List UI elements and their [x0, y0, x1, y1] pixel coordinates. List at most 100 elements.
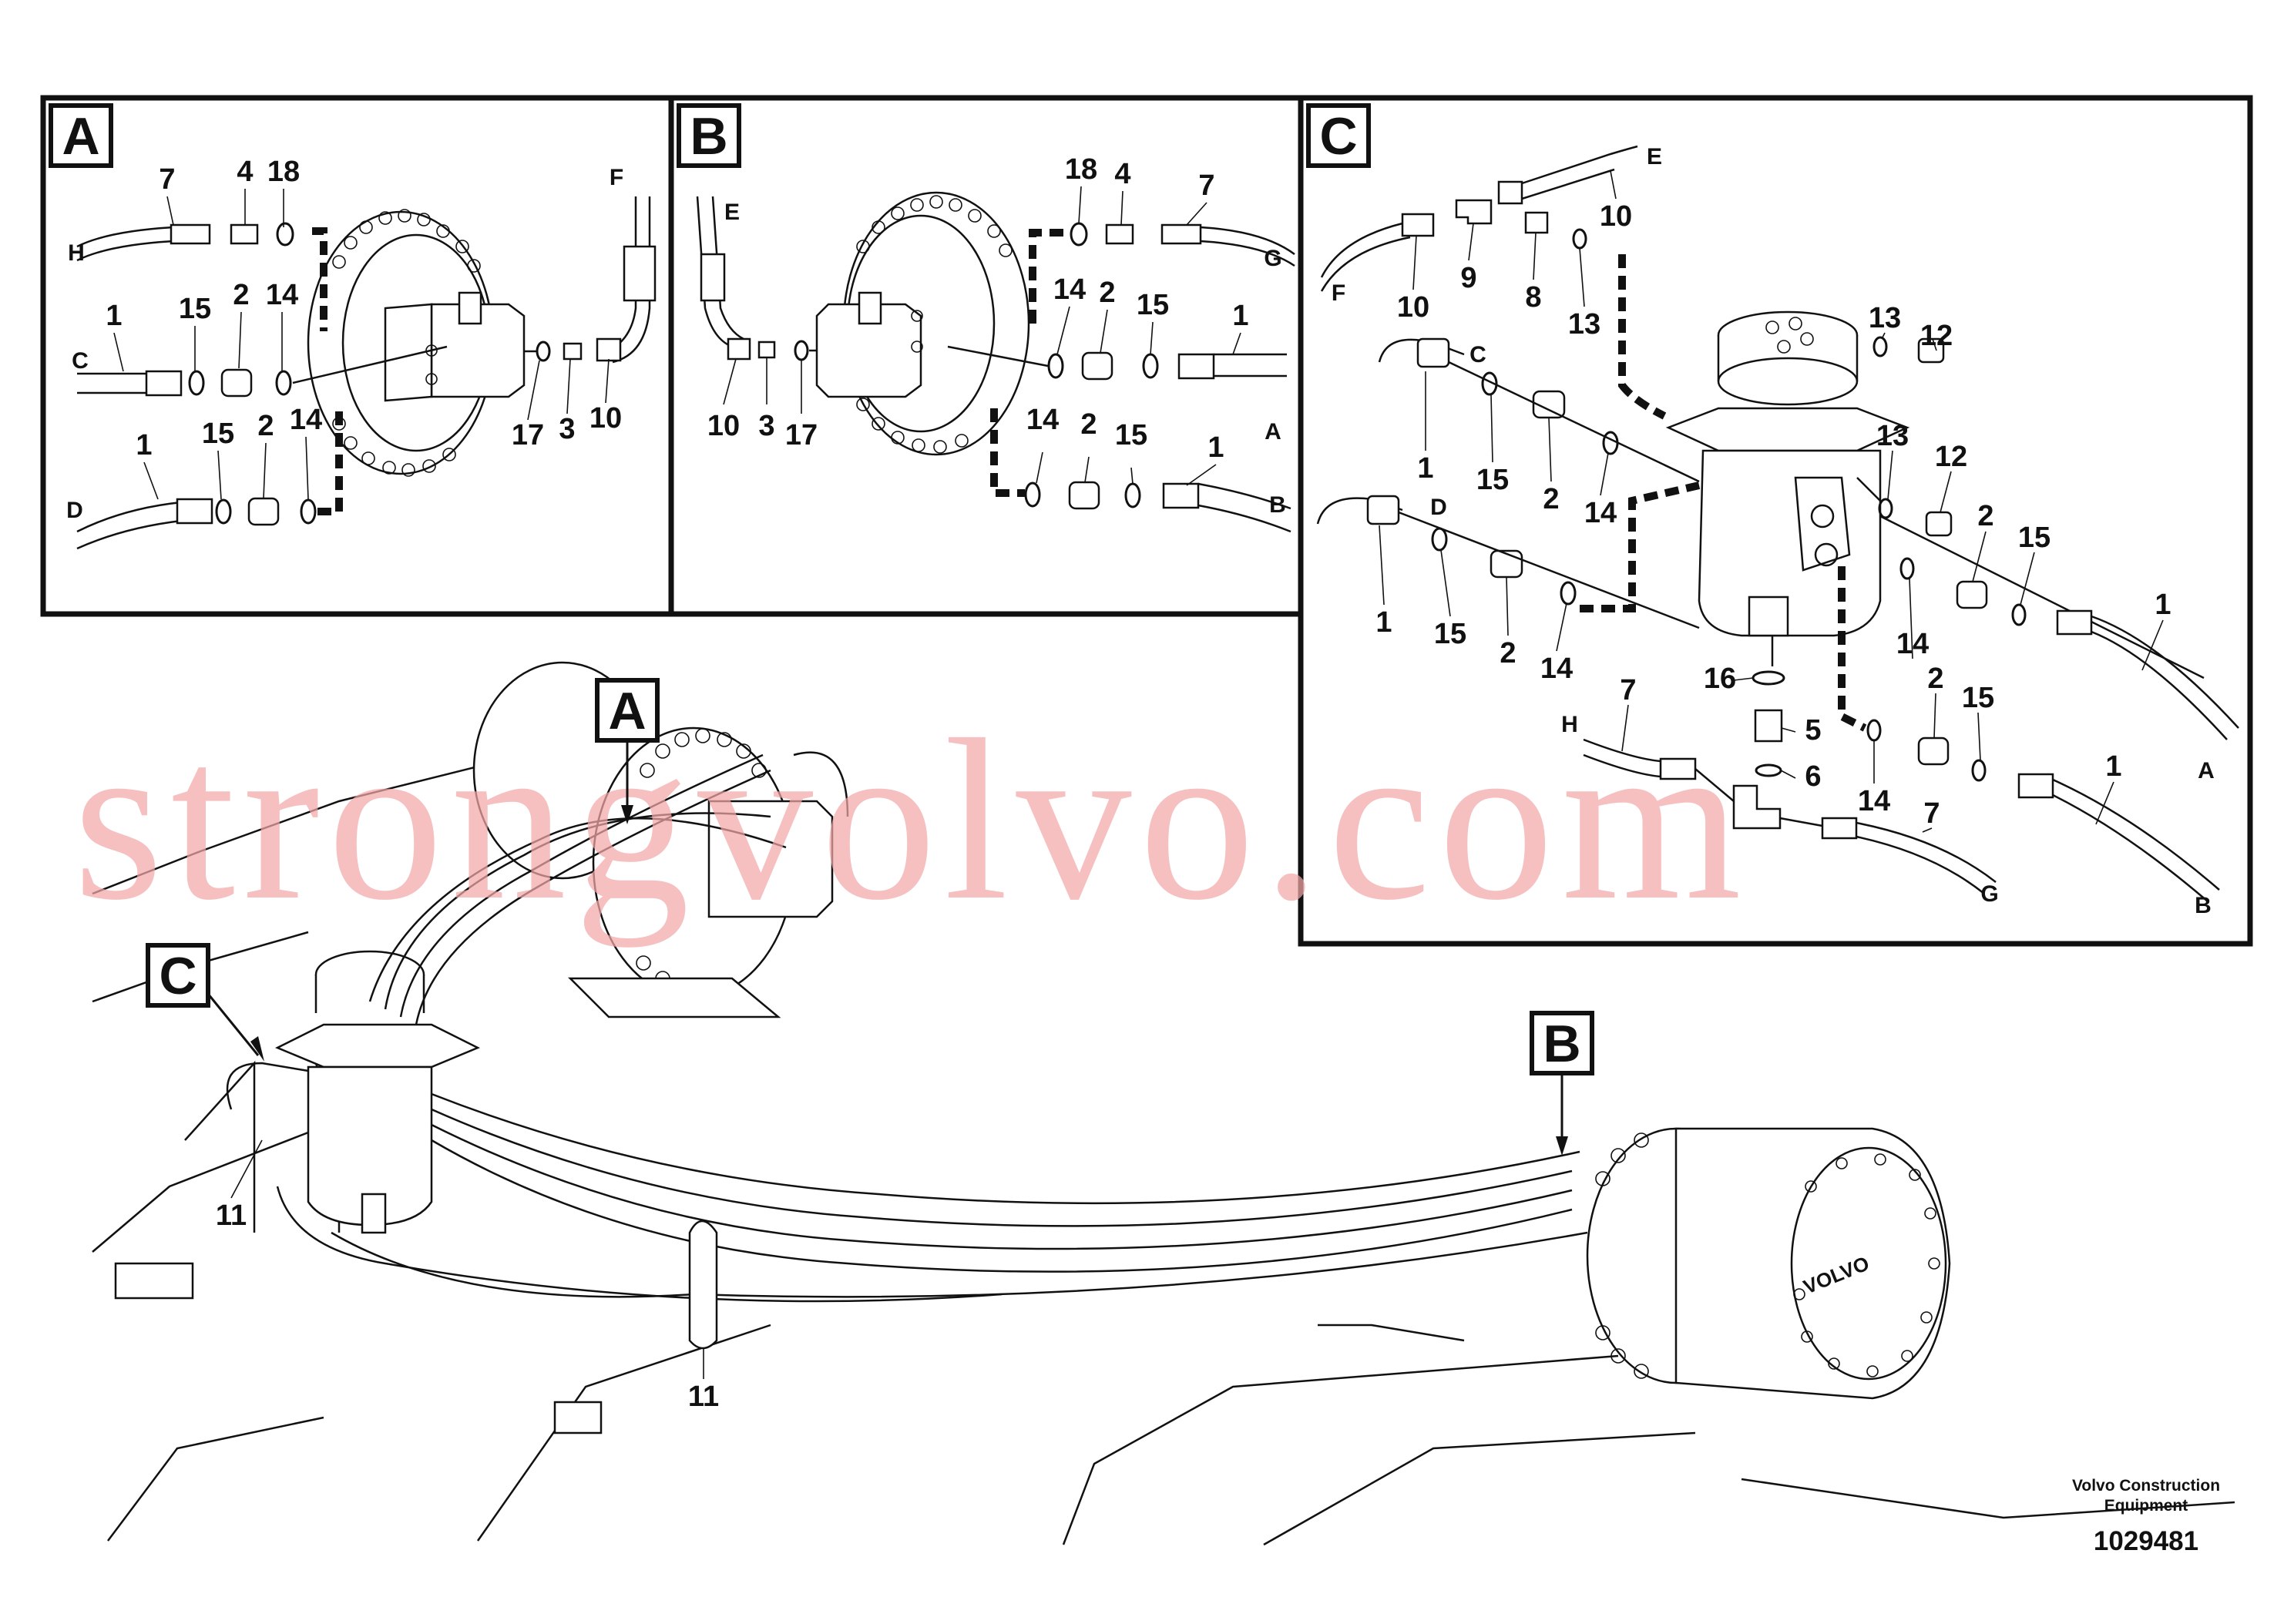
svg-text:10: 10: [707, 410, 740, 442]
svg-text:7: 7: [159, 163, 175, 196]
detail-panels-frame: [40, 95, 2253, 947]
svg-text:2: 2: [1099, 277, 1115, 309]
svg-text:15: 15: [1137, 289, 1169, 321]
svg-text:C: C: [159, 947, 196, 1005]
svg-text:15: 15: [2018, 522, 2050, 554]
svg-text:2: 2: [1543, 483, 1559, 515]
svg-text:17: 17: [785, 419, 818, 451]
svg-text:2: 2: [1080, 408, 1097, 441]
svg-text:1: 1: [1375, 606, 1392, 639]
drawing-number: 1029481: [2094, 1526, 2198, 1556]
motor-bolt-ring-A: [332, 209, 481, 477]
svg-text:G: G: [1264, 246, 1281, 271]
panel-A-drawing: [76, 196, 657, 550]
overview-part-labels: 11 11: [216, 1139, 719, 1413]
svg-text:14: 14: [1858, 785, 1890, 817]
overview-drawing: VOLVO: [92, 661, 2235, 1546]
svg-text:5: 5: [1805, 714, 1821, 747]
svg-text:12: 12: [1920, 320, 1953, 352]
svg-text:1: 1: [136, 429, 152, 461]
svg-text:F: F: [610, 165, 623, 190]
svg-text:A: A: [608, 682, 646, 740]
svg-text:A: A: [62, 107, 99, 166]
overview-pointer-A: A: [595, 678, 660, 824]
panel-label-C: C: [1306, 103, 1371, 168]
svg-text:2: 2: [1500, 637, 1516, 669]
hose-clamp-11: [688, 1220, 718, 1350]
svg-text:A: A: [2198, 758, 2215, 783]
svg-text:6: 6: [1805, 760, 1821, 793]
svg-text:14: 14: [1540, 653, 1573, 685]
svg-text:14: 14: [1026, 404, 1059, 436]
hose-bundle: [226, 751, 1588, 1303]
svg-text:E: E: [724, 200, 740, 225]
svg-text:2: 2: [1927, 663, 1943, 695]
svg-text:13: 13: [1568, 308, 1600, 341]
svg-text:9: 9: [1460, 262, 1476, 294]
svg-text:7: 7: [1923, 797, 1940, 830]
svg-text:A: A: [1265, 419, 1281, 445]
svg-text:15: 15: [1476, 464, 1509, 496]
svg-text:G: G: [1980, 881, 1998, 907]
svg-text:1: 1: [1207, 431, 1224, 464]
svg-text:15: 15: [1434, 618, 1466, 650]
control-valve-B: [815, 303, 922, 398]
svg-text:1: 1: [2105, 750, 2121, 783]
swivel-joint-C: [1665, 310, 1910, 637]
svg-text:15: 15: [1115, 419, 1147, 451]
motor-bolt-ring-B: [856, 195, 1013, 454]
near-travel-motor: VOLVO: [1586, 1127, 1951, 1400]
svg-text:2: 2: [233, 279, 249, 311]
svg-text:4: 4: [1114, 158, 1130, 190]
panel-label-B: B: [677, 103, 741, 168]
svg-text:B: B: [1543, 1015, 1580, 1073]
svg-text:10: 10: [589, 402, 622, 435]
overview-pointer-C: C: [146, 943, 264, 1062]
svg-text:14: 14: [1053, 273, 1086, 306]
svg-text:11: 11: [688, 1381, 719, 1413]
svg-text:11: 11: [216, 1200, 247, 1232]
svg-text:10: 10: [1600, 200, 1632, 233]
svg-text:F: F: [1332, 280, 1345, 306]
svg-text:14: 14: [290, 404, 322, 436]
svg-text:H: H: [1561, 712, 1578, 737]
panel-label-A: A: [49, 103, 113, 168]
svg-text:18: 18: [1065, 153, 1097, 186]
panel-A-callouts: 7 4 18 1 15 2 14 1 15 2 14 17 3 10 H C D…: [66, 156, 623, 523]
svg-text:C: C: [72, 348, 89, 374]
overview-pointer-B: B: [1530, 1011, 1594, 1156]
svg-text:1: 1: [106, 300, 122, 332]
svg-text:D: D: [1430, 495, 1447, 520]
svg-text:7: 7: [1198, 169, 1214, 202]
drawing-footer: Volvo Construction Equipment 1029481: [2072, 1477, 2220, 1556]
svg-text:E: E: [1647, 144, 1662, 169]
svg-text:8: 8: [1525, 281, 1541, 314]
svg-text:10: 10: [1397, 291, 1429, 324]
svg-text:15: 15: [1962, 682, 1994, 714]
panel-B-callouts: 18 4 7 14 2 15 1 10 3 17 14 2 15 1 E G A…: [707, 153, 1286, 518]
svg-text:B: B: [1269, 492, 1286, 518]
panel-C-drawing: [1316, 145, 2239, 902]
svg-text:13: 13: [1869, 302, 1901, 334]
svg-text:H: H: [68, 240, 85, 266]
svg-text:4: 4: [237, 156, 253, 188]
company-name: Volvo Construction: [2072, 1477, 2220, 1495]
svg-text:C: C: [1319, 107, 1357, 166]
svg-text:1: 1: [1417, 452, 1433, 485]
svg-text:3: 3: [758, 410, 774, 442]
svg-text:14: 14: [266, 279, 298, 311]
svg-text:13: 13: [1876, 420, 1909, 452]
svg-text:15: 15: [202, 418, 234, 450]
svg-text:16: 16: [1704, 663, 1736, 695]
svg-text:C: C: [1469, 342, 1486, 367]
panel-C-callouts: 10 9 8 13 10 13 12 13 12 1 15 2 14 1 15 …: [1332, 144, 2215, 918]
svg-text:D: D: [66, 498, 83, 523]
svg-text:2: 2: [257, 410, 274, 442]
svg-text:17: 17: [512, 419, 544, 451]
svg-text:14: 14: [1584, 497, 1617, 529]
svg-text:B: B: [690, 107, 727, 166]
svg-text:3: 3: [559, 413, 575, 445]
svg-text:7: 7: [1620, 674, 1636, 706]
